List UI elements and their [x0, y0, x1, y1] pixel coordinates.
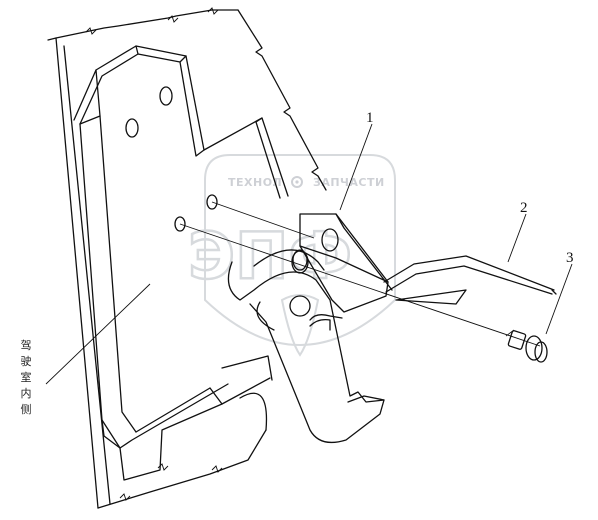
bolt-assembly [505, 329, 548, 363]
callout-1: 1 [366, 110, 374, 126]
cab-interior-label: 驾驶室内侧 [20, 339, 32, 416]
mount-hole [206, 194, 218, 210]
callout-3: 3 [566, 250, 574, 266]
watermark: ТЕХНОЛ ЗАПЧАСТИ ЭПФ [187, 154, 396, 357]
mount-hole [159, 86, 173, 106]
leader-line-1 [339, 123, 373, 211]
push-rod [383, 255, 557, 305]
spring-clip [309, 314, 343, 321]
leader-line-side [45, 283, 151, 385]
pedal-arm [227, 249, 385, 444]
wheat-emblem [280, 294, 320, 357]
pedal-bracket-plate [73, 45, 289, 481]
watermark-text-left: ТЕХНОЛ [228, 176, 282, 189]
watermark-logo: ЭПФ [188, 220, 352, 294]
bolt-axis-line [179, 223, 541, 347]
pivot-bracket [291, 213, 393, 313]
callout-2: 2 [520, 200, 528, 216]
watermark-text-right: ЗАПЧАСТИ [313, 176, 385, 189]
bolt-axis-line [211, 201, 315, 239]
mount-hole [125, 118, 139, 138]
gear-icon [291, 176, 303, 188]
mount-hole [174, 216, 186, 232]
leader-line-3 [545, 263, 573, 335]
leader-line-2 [507, 213, 527, 263]
